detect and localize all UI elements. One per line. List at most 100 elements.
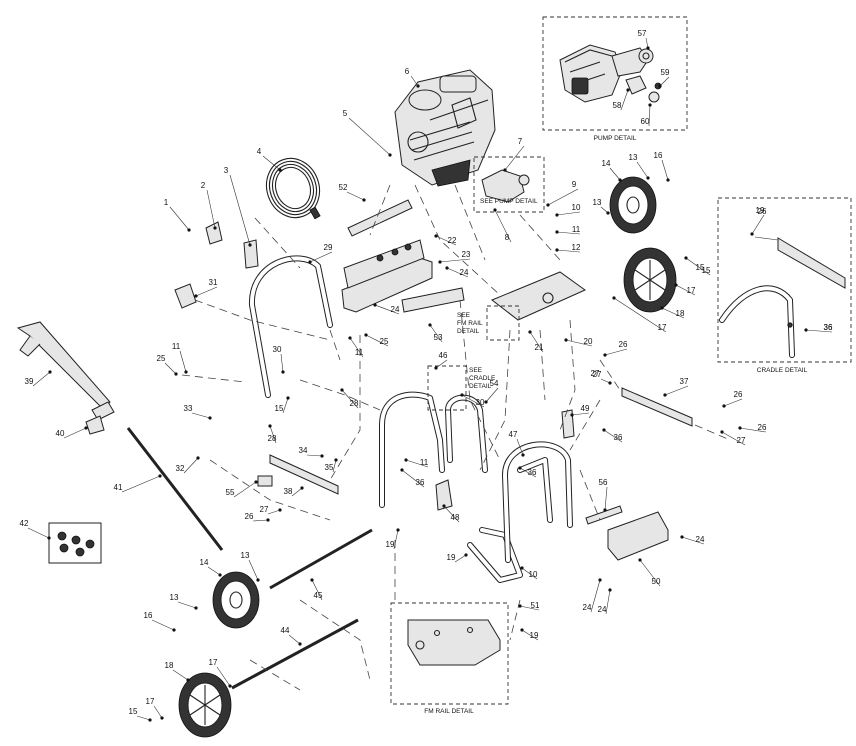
callout-fastener [428, 323, 432, 327]
callout-fastener [298, 642, 302, 646]
callout-number: 28 [268, 434, 277, 443]
callout-leader [556, 231, 581, 235]
callout-number: 28 [350, 399, 359, 408]
callout-fastener [84, 426, 88, 430]
callout-fastener [445, 266, 449, 270]
callout-number: 44 [281, 626, 290, 635]
callout-number: 34 [299, 446, 308, 455]
callout-fastener [158, 474, 162, 478]
callout-leader [341, 389, 359, 409]
callout-leader [446, 267, 469, 278]
callout-leader [454, 554, 467, 563]
callout-leader [664, 385, 689, 396]
callout-fastener [213, 226, 217, 230]
callout-number: 25 [380, 337, 389, 346]
callout-number: 11 [172, 342, 181, 351]
callout-fastener [256, 578, 260, 582]
assembly-lines [181, 184, 731, 691]
decal-53 [401, 287, 465, 313]
callout-leader [410, 75, 419, 87]
callout-fastener [334, 458, 338, 462]
callout-leader [620, 89, 629, 111]
callout-number: 27 [591, 369, 600, 378]
callout-number: 17 [209, 658, 218, 667]
callout-number: 11 [420, 458, 429, 467]
callout-fastener [160, 716, 164, 720]
callout-leader [648, 104, 651, 127]
callout-fastener [268, 424, 272, 428]
callout-fastener [187, 228, 191, 232]
callout-fastener [254, 480, 258, 484]
callout-fastener [320, 454, 324, 458]
callout-leader [121, 475, 161, 493]
axle-44 [231, 618, 359, 690]
callout-leader [721, 431, 746, 446]
callout-leader [346, 191, 365, 201]
callout-number: 19 [447, 553, 456, 562]
callout-leader [393, 529, 399, 550]
callout-leader [248, 559, 259, 581]
callout-number: 11 [572, 225, 581, 234]
callout-fastener [208, 416, 212, 420]
callout-number: 30 [273, 345, 282, 354]
callout-fastener [194, 606, 198, 610]
callout-leader [332, 459, 337, 473]
callout-fastener [570, 413, 574, 417]
callout-fastener [300, 486, 304, 490]
callout-leader [681, 536, 705, 545]
bracket-31 [174, 283, 197, 309]
callout-leader [252, 519, 269, 522]
frame [379, 391, 523, 583]
callout-leader [195, 286, 218, 297]
callout-number: 36 [824, 323, 833, 332]
callout-number: 9 [572, 180, 577, 189]
callout-number: 60 [641, 117, 650, 126]
callout-leader [565, 339, 593, 347]
callout-fastener [648, 103, 652, 107]
callout-fastener [308, 260, 312, 264]
fm-rail-detail-box: FM RAIL DETAIL [390, 602, 509, 715]
callout-number: 26 [758, 423, 767, 432]
callout-number: 3 [224, 166, 229, 175]
pump-callout-box: SEE PUMP DETAIL [473, 156, 545, 213]
callout-fastener [674, 283, 678, 287]
callout-leader [751, 214, 765, 235]
callout-number: 13 [241, 551, 250, 560]
callout-number: 33 [184, 404, 193, 413]
callout-number: 36 [416, 478, 425, 487]
callout-leader [604, 486, 608, 511]
callout-number: 27 [737, 436, 746, 445]
callout-fastener [750, 232, 754, 236]
callout-number: 48 [451, 513, 460, 522]
callout-leader [207, 566, 221, 576]
tray-50 [607, 511, 669, 561]
callout-leader [556, 211, 581, 216]
callout-number: 41 [114, 483, 123, 492]
callout-leader [183, 457, 199, 474]
callout-number: 19 [756, 206, 765, 215]
callout-leader [521, 629, 539, 641]
callout-number: 20 [584, 337, 593, 346]
callout-fastener [603, 508, 607, 512]
callout-leader [516, 438, 524, 456]
callout-number: 16 [144, 611, 153, 620]
callout-number: 21 [535, 343, 544, 352]
callout-fastener [658, 84, 662, 88]
callout-number: 42 [20, 519, 29, 528]
callout-leader [639, 559, 661, 587]
callout-fastener [434, 366, 438, 370]
see-fm-rail-note-3: DETAIL [457, 328, 480, 335]
callout-number: 52 [339, 183, 348, 192]
callout-fastener [518, 466, 522, 470]
callout-leader [349, 337, 364, 358]
callout-fastener [310, 578, 314, 582]
callout-fastener [646, 46, 650, 50]
callout-number: 23 [462, 250, 471, 259]
callout-leader [63, 427, 87, 439]
callout-fastener [555, 248, 559, 252]
callout-number: 32 [176, 464, 185, 473]
callout-number: 17 [687, 286, 696, 295]
callout-number: 56 [599, 478, 608, 487]
callout-leader [519, 467, 537, 478]
callout-fastener [518, 604, 522, 608]
